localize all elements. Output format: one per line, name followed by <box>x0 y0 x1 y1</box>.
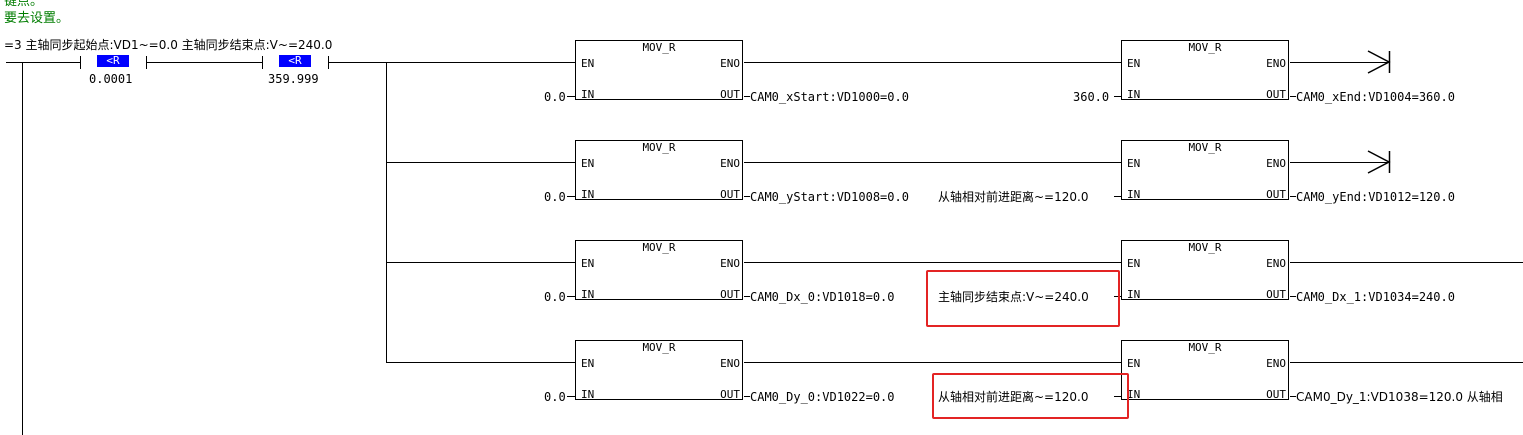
out-pin: OUT <box>1266 388 1286 401</box>
out-pin: OUT <box>720 288 740 301</box>
mov-r-block[interactable]: MOV_R EN ENO IN OUT <box>1121 40 1289 101</box>
in-operand[interactable]: 主轴同步结束点:V~=240.0 <box>938 290 1089 304</box>
eno-pin: ENO <box>1266 257 1286 270</box>
compare-contact-1[interactable]: <R <box>97 55 129 67</box>
out-operand[interactable]: CAM0_yEnd:VD1012=120.0 <box>1296 190 1455 204</box>
en-pin: EN <box>581 157 595 170</box>
block-name: MOV_R <box>642 141 676 154</box>
comment-line-2: 要去设置。 <box>4 11 70 26</box>
mov-r-block[interactable]: MOV_R EN ENO IN OUT <box>1121 240 1289 301</box>
in-operand[interactable]: 0.0 <box>544 390 566 404</box>
mov-r-block[interactable]: MOV_R EN ENO IN OUT <box>575 40 743 101</box>
out-operand[interactable]: CAM0_Dy_0:VD1022=0.0 <box>750 390 895 404</box>
out-pin: OUT <box>1266 288 1286 301</box>
compare-contact-2[interactable]: <R <box>279 55 311 67</box>
block-name: MOV_R <box>642 241 676 254</box>
highlight-box <box>932 373 1129 419</box>
comment-line-1: 键点。 <box>4 0 44 9</box>
en-pin: EN <box>1127 357 1141 370</box>
en-pin: EN <box>581 57 595 70</box>
en-pin: EN <box>581 257 595 270</box>
mov-r-block[interactable]: MOV_R EN ENO IN OUT <box>1121 140 1289 201</box>
in-pin: IN <box>581 188 595 201</box>
out-operand[interactable]: CAM0_Dx_0:VD1018=0.0 <box>750 290 895 304</box>
out-operand[interactable]: CAM0_Dy_1:VD1038=120.0 从轴相 <box>1296 390 1503 404</box>
in-pin: IN <box>1127 388 1141 401</box>
block-name: MOV_R <box>642 341 676 354</box>
block-name: MOV_R <box>1188 141 1222 154</box>
out-operand[interactable]: CAM0_Dx_1:VD1034=240.0 <box>1296 290 1455 304</box>
block-name: MOV_R <box>1188 41 1222 54</box>
mov-r-block[interactable]: MOV_R EN ENO IN OUT <box>1121 340 1289 401</box>
out-pin: OUT <box>1266 88 1286 101</box>
in-operand[interactable]: 0.0 <box>544 90 566 104</box>
eno-pin: ENO <box>1266 357 1286 370</box>
in-pin: IN <box>581 88 595 101</box>
network-header: =3 主轴同步起始点:VD1~=0.0 主轴同步结束点:V~=240.0 <box>4 38 333 52</box>
mov-r-block[interactable]: MOV_R EN ENO IN OUT <box>575 240 743 301</box>
block-name: MOV_R <box>1188 241 1222 254</box>
block-name: MOV_R <box>1188 341 1222 354</box>
eno-pin: ENO <box>1266 57 1286 70</box>
en-pin: EN <box>1127 257 1141 270</box>
out-pin: OUT <box>720 388 740 401</box>
out-operand[interactable]: CAM0_yStart:VD1008=0.0 <box>750 190 909 204</box>
out-operand[interactable]: CAM0_xStart:VD1000=0.0 <box>750 90 909 104</box>
highlight-box <box>926 270 1120 327</box>
out-pin: OUT <box>720 88 740 101</box>
eno-pin: ENO <box>1266 157 1286 170</box>
eno-pin: ENO <box>720 257 740 270</box>
out-pin: OUT <box>720 188 740 201</box>
mov-r-block[interactable]: MOV_R EN ENO IN OUT <box>575 340 743 401</box>
in-operand[interactable]: 0.0 <box>544 290 566 304</box>
compare-contact-2-value: 359.999 <box>268 72 319 86</box>
mov-r-block[interactable]: MOV_R EN ENO IN OUT <box>575 140 743 201</box>
en-pin: EN <box>1127 157 1141 170</box>
in-pin: IN <box>1127 188 1141 201</box>
compare-contact-1-value: 0.0001 <box>89 72 133 86</box>
eno-pin: ENO <box>720 357 740 370</box>
in-pin: IN <box>1127 88 1141 101</box>
out-pin: OUT <box>1266 188 1286 201</box>
in-pin: IN <box>581 388 595 401</box>
in-pin: IN <box>581 288 595 301</box>
in-operand[interactable]: 0.0 <box>544 190 566 204</box>
out-operand[interactable]: CAM0_xEnd:VD1004=360.0 <box>1296 90 1455 104</box>
eno-pin: ENO <box>720 157 740 170</box>
eno-pin: ENO <box>720 57 740 70</box>
in-operand[interactable]: 从轴相对前进距离~=120.0 <box>938 190 1089 204</box>
in-operand[interactable]: 从轴相对前进距离~=120.0 <box>938 390 1089 404</box>
en-pin: EN <box>1127 57 1141 70</box>
in-pin: IN <box>1127 288 1141 301</box>
block-name: MOV_R <box>642 41 676 54</box>
en-pin: EN <box>581 357 595 370</box>
in-operand[interactable]: 360.0 <box>1073 90 1110 104</box>
